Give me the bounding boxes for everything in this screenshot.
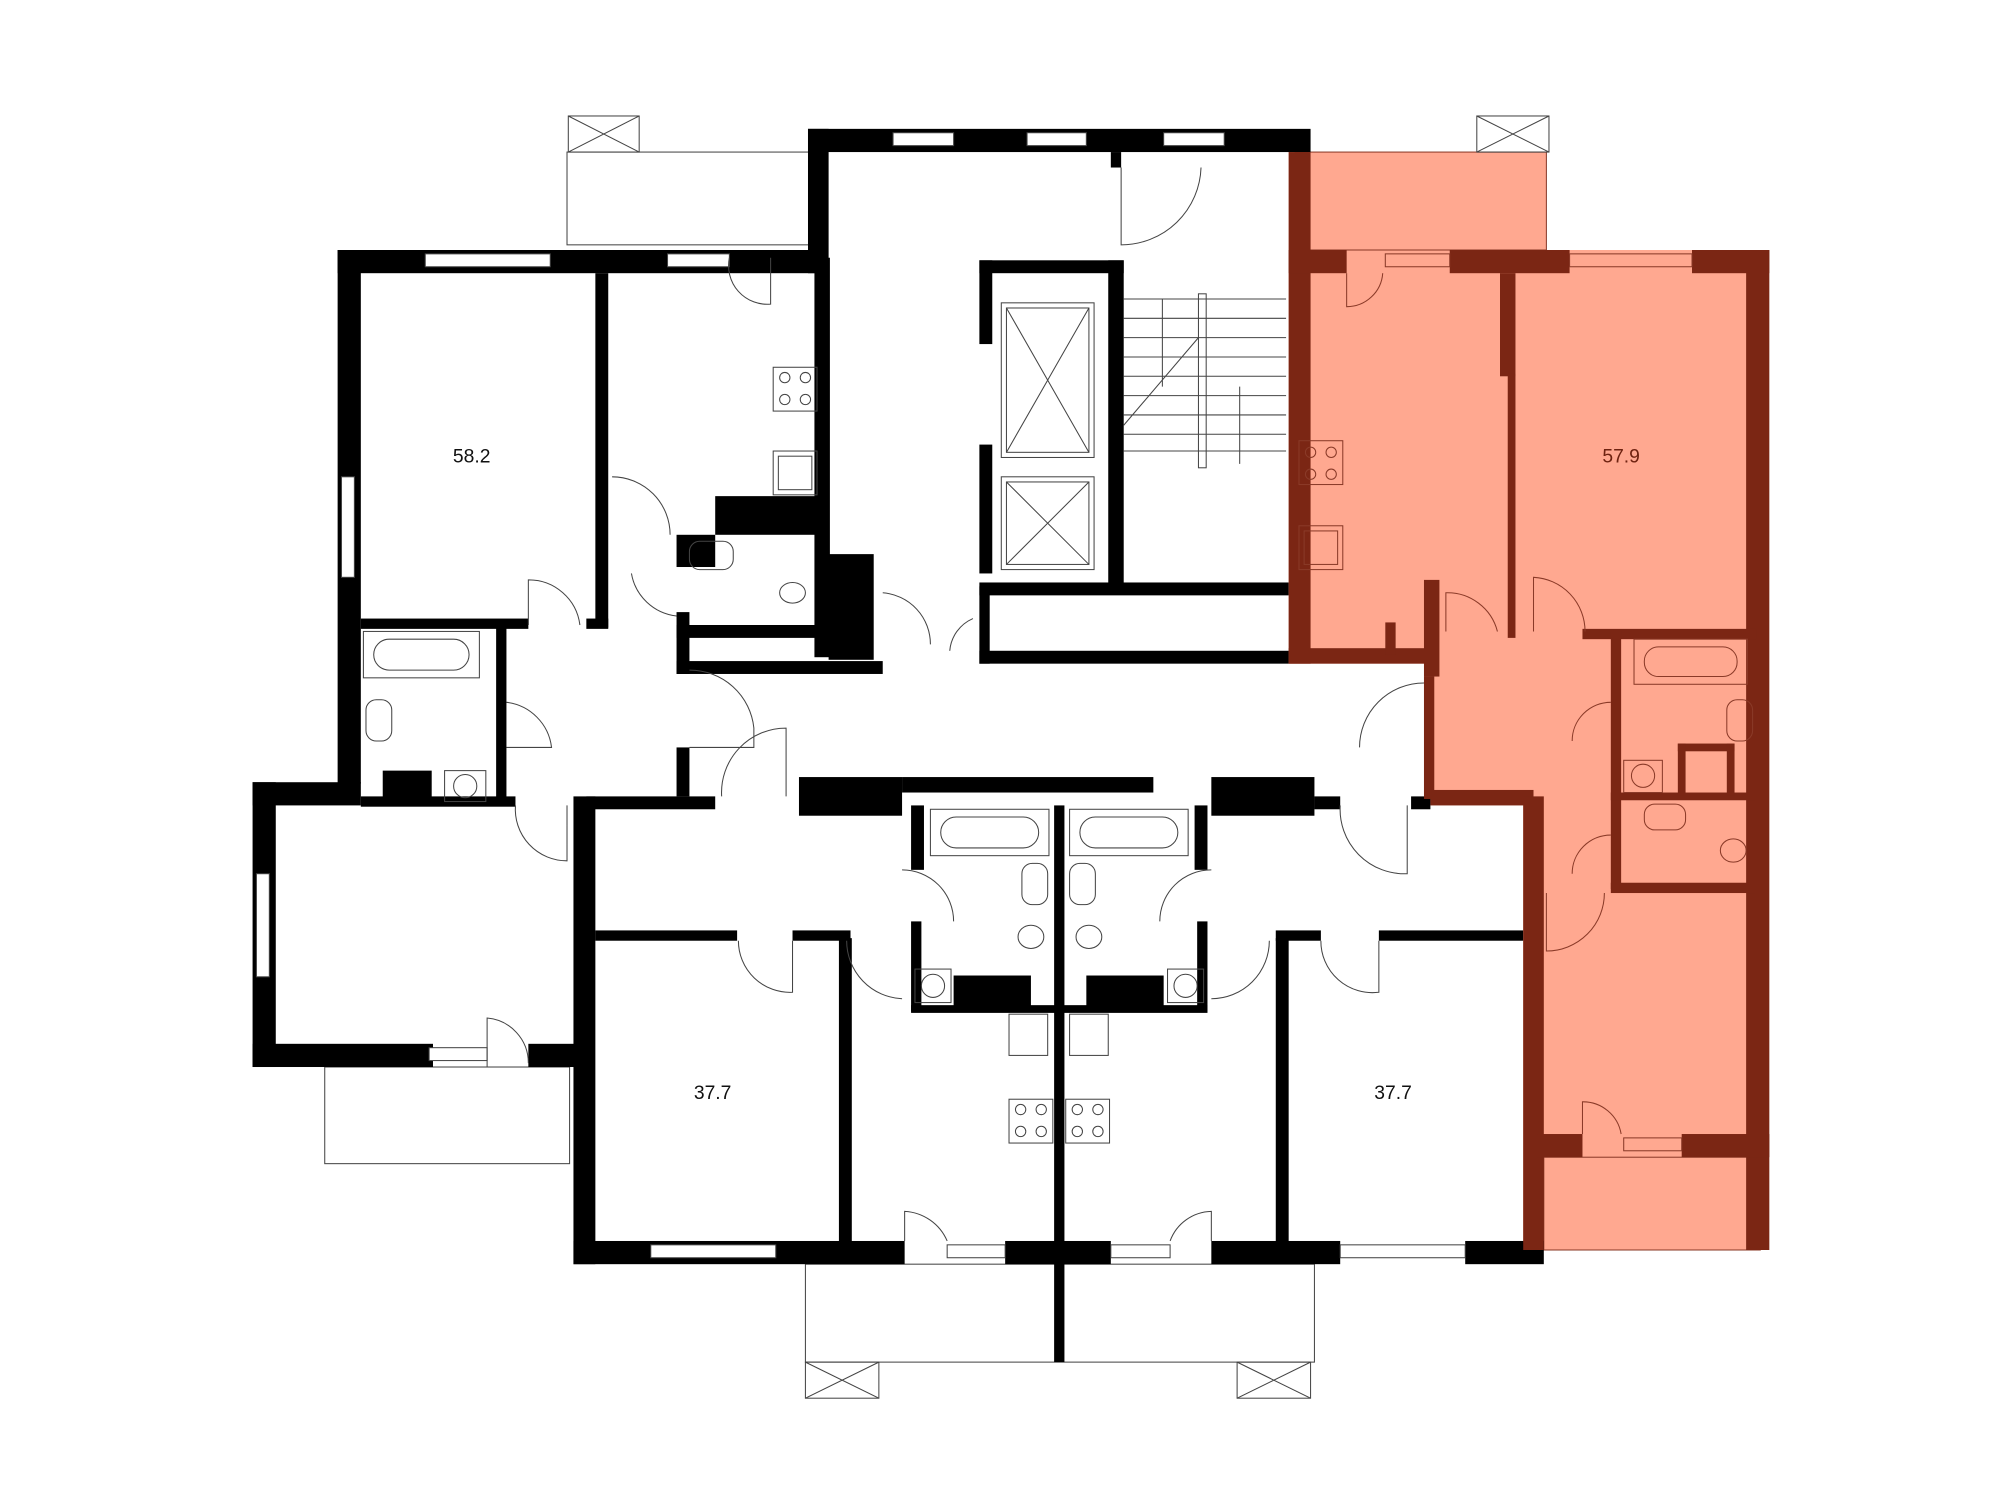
washbasin-icon	[1021, 862, 1049, 906]
doors	[486, 167, 1424, 1242]
bathtub-icon	[1633, 638, 1748, 685]
toilet-icon	[779, 581, 806, 604]
toilet-icon	[1075, 924, 1103, 949]
apartment-area-label: 37.7	[1374, 1083, 1412, 1104]
sink-icon	[1008, 1013, 1049, 1056]
bathtub-icon	[929, 808, 1050, 857]
apartment-area-label: 58.2	[453, 447, 491, 468]
boiler-icon	[1623, 759, 1663, 794]
stove-icon	[1065, 1098, 1111, 1144]
boiler-icon	[1167, 968, 1205, 1004]
boiler-icon	[914, 968, 952, 1004]
elevator-icon	[1000, 302, 1095, 458]
elevator-shafts	[1000, 302, 1095, 571]
bathtub-icon	[1069, 808, 1189, 857]
staircase	[1123, 293, 1287, 469]
stove-icon	[1298, 440, 1344, 486]
toilet-icon	[1017, 924, 1045, 949]
fixtures	[362, 366, 1205, 1144]
elevator-icon	[1000, 476, 1095, 571]
toilet-icon	[1719, 838, 1747, 863]
vent-box-icon	[567, 115, 640, 153]
sink-icon	[772, 450, 818, 496]
vent-box-icon	[804, 1361, 880, 1399]
washbasin-icon	[365, 699, 393, 742]
vent-box-icon	[1476, 115, 1550, 153]
bathtub-icon	[362, 630, 480, 679]
washbasin-icon	[1069, 862, 1096, 906]
boiler-icon	[444, 770, 487, 803]
sink-icon	[1298, 525, 1344, 571]
apartment-area-label: 37.7	[694, 1083, 732, 1104]
washbasin-icon	[1726, 699, 1754, 742]
stove-icon	[772, 366, 818, 412]
washbasin-icon	[1643, 803, 1687, 831]
apartment-57-9-highlight[interactable]	[1288, 152, 1769, 1250]
vent-box-icon	[1236, 1361, 1312, 1399]
apartment-area-label-highlighted: 57.9	[1602, 447, 1640, 468]
highlighted-apartment-walls	[1288, 152, 1770, 1250]
vent-boxes	[567, 115, 1550, 1399]
stove-icon	[1008, 1098, 1054, 1144]
sink-icon	[1069, 1013, 1109, 1056]
washbasin-icon	[688, 540, 734, 571]
